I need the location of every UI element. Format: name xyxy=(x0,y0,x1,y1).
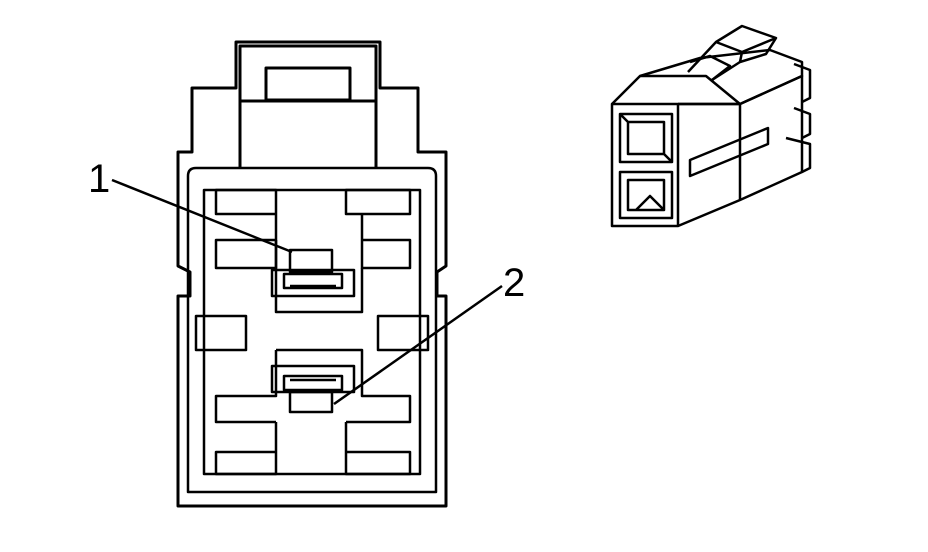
terminal-2 xyxy=(270,364,356,414)
iso-side-face xyxy=(677,74,804,228)
iso-front-cavity-upper xyxy=(618,112,674,164)
upper-cavity xyxy=(214,188,412,270)
iso-front-cavity-lower xyxy=(618,170,674,220)
side-rib-left xyxy=(194,314,248,352)
connector-iso-view xyxy=(610,24,812,228)
callout-1-leader xyxy=(111,178,293,254)
latch-window xyxy=(264,66,352,102)
callout-2-leader xyxy=(333,284,503,406)
side-rib-right xyxy=(376,314,430,352)
iso-latch xyxy=(687,24,778,82)
iso-rear-tabs xyxy=(785,62,812,174)
iso-side-slot xyxy=(688,126,770,178)
callout-2-label: 2 xyxy=(503,261,525,305)
housing-inner-rim xyxy=(186,166,438,494)
cavity-body xyxy=(202,188,422,476)
housing-outline xyxy=(176,40,448,508)
latch-tab xyxy=(238,44,378,103)
terminal-1 xyxy=(270,248,356,298)
callout-1-label: 1 xyxy=(88,157,110,201)
lower-cavity xyxy=(214,348,412,476)
connector-front-view xyxy=(111,40,503,508)
